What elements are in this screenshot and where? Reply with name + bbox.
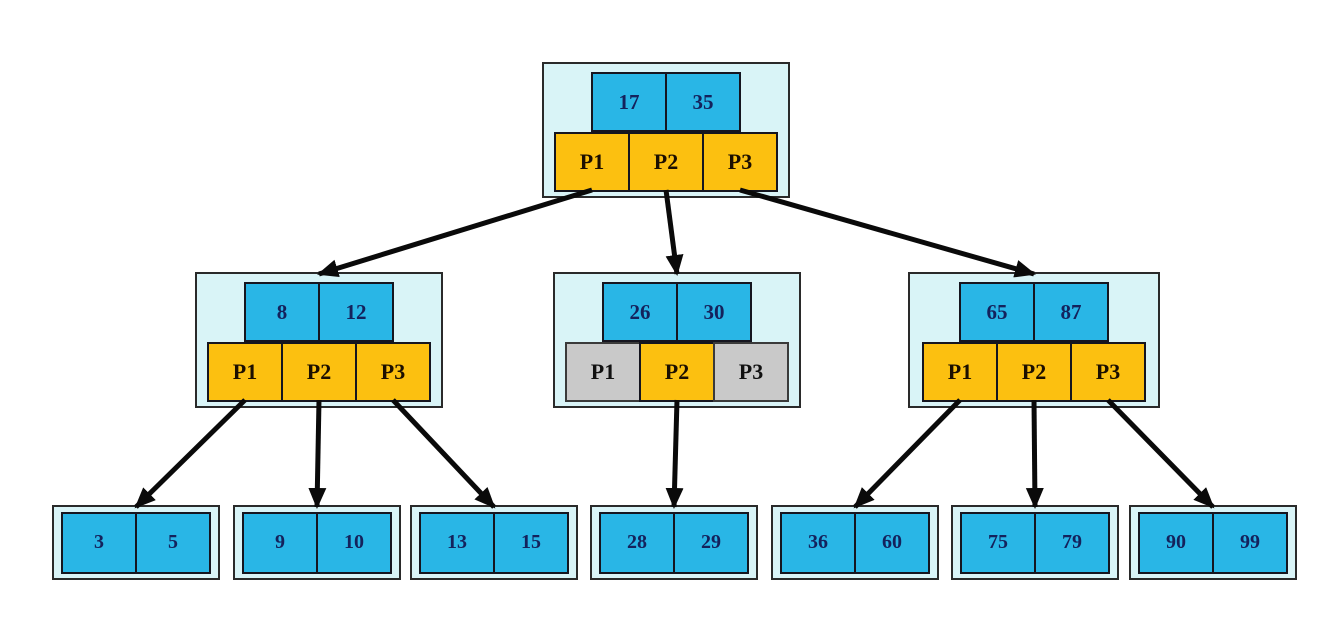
key-cell: 36 [780,511,856,574]
btree-internal-node: 65 87 P1 P2 P3 [908,272,1160,408]
key-cell: 15 [493,511,569,574]
btree-leaf-node: 75 79 [951,505,1119,580]
internal-keys-row: 8 12 [197,282,441,342]
key-cell: 13 [419,511,495,574]
btree-internal-node: 26 30 P1 P2 P3 [553,272,801,408]
pointer-cell: P3 [713,342,789,402]
internal-pointers-row: P1 P2 P3 [555,342,799,402]
tree-edge-arrow [665,399,684,509]
key-cell: 3 [61,511,137,574]
tree-edge-arrow [1106,398,1215,509]
key-cell: 65 [959,282,1035,342]
key-cell: 9 [242,511,318,574]
key-cell: 79 [1034,511,1110,574]
pointer-cell: P1 [554,132,630,192]
btree-leaf-node: 90 99 [1129,505,1297,580]
key-cell: 12 [318,282,394,342]
internal-pointers-row: P1 P2 P3 [910,342,1158,402]
key-cell: 60 [854,511,930,574]
pointer-cell: P2 [639,342,715,402]
btree-leaf-node: 9 10 [233,505,401,580]
key-cell: 17 [591,72,667,132]
btree-leaf-node: 36 60 [771,505,939,580]
key-cell: 10 [316,511,392,574]
internal-keys-row: 26 30 [555,282,799,342]
key-cell: 87 [1033,282,1109,342]
tree-edge-arrow [317,187,593,278]
pointer-cell: P3 [1070,342,1146,402]
btree-leaf-node: 13 15 [410,505,578,580]
key-cell: 29 [673,511,749,574]
tree-edge-arrow [663,189,684,276]
pointer-cell: P2 [996,342,1072,402]
key-cell: 90 [1138,511,1214,574]
key-cell: 8 [244,282,320,342]
key-cell: 28 [599,511,675,574]
btree-leaf-node: 3 5 [52,505,220,580]
tree-edge-arrow [739,187,1036,278]
pointer-cell: P2 [628,132,704,192]
btree-root-node: 17 35 P1 P2 P3 [542,62,790,198]
pointer-cell: P3 [702,132,778,192]
pointer-cell: P1 [207,342,283,402]
key-cell: 5 [135,511,211,574]
pointer-cell: P1 [565,342,641,402]
tree-edge-arrow [134,398,247,509]
pointer-cell: P3 [355,342,431,402]
btree-internal-node: 8 12 P1 P2 P3 [195,272,443,408]
root-pointers-row: P1 P2 P3 [544,132,788,192]
tree-edge-arrow [391,398,496,509]
internal-keys-row: 65 87 [910,282,1158,342]
pointer-cell: P1 [922,342,998,402]
pointer-cell: P2 [281,342,357,402]
key-cell: 99 [1212,511,1288,574]
key-cell: 26 [602,282,678,342]
internal-pointers-row: P1 P2 P3 [197,342,441,402]
key-cell: 35 [665,72,741,132]
root-keys-row: 17 35 [544,72,788,132]
tree-edge-arrow [853,398,962,509]
key-cell: 30 [676,282,752,342]
key-cell: 75 [960,511,1036,574]
tree-edge-arrow [1025,399,1044,509]
btree-leaf-node: 28 29 [590,505,758,580]
tree-edge-arrow [308,399,327,509]
